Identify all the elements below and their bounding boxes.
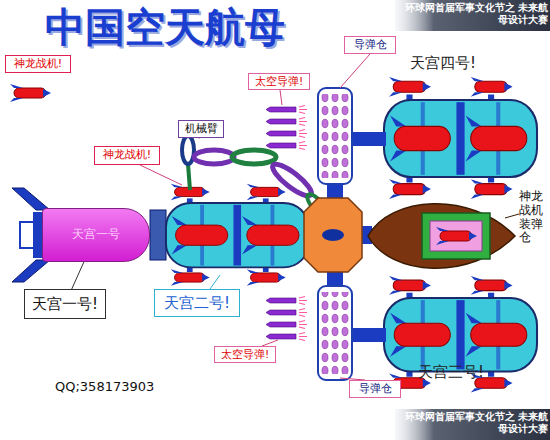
rocket-body: 天宫一号 bbox=[42, 208, 150, 262]
space-module bbox=[384, 276, 537, 393]
fighter-jet bbox=[10, 84, 51, 102]
robotic-arm bbox=[182, 136, 328, 216]
node-text: 导弹仓 bbox=[354, 39, 387, 51]
missile bbox=[266, 106, 307, 341]
hub-module bbox=[304, 198, 362, 272]
leader-line bbox=[505, 214, 519, 218]
missile bbox=[266, 333, 307, 341]
hub-module bbox=[322, 229, 344, 241]
watermark-panel bbox=[395, 0, 550, 31]
rocket-tail bbox=[12, 188, 166, 282]
module-label: 天宫四号! bbox=[410, 55, 510, 72]
callout-box: 导弹仓 bbox=[344, 36, 396, 54]
robotic-arm bbox=[232, 150, 276, 164]
node-text: 导弹仓 bbox=[359, 383, 392, 395]
missile bbox=[266, 118, 307, 126]
missile-bay bbox=[318, 286, 352, 380]
missile bbox=[266, 106, 307, 114]
space-module bbox=[384, 77, 537, 199]
ammo-pod bbox=[436, 227, 477, 245]
leader-line bbox=[210, 275, 220, 289]
rocket-tail bbox=[12, 260, 50, 282]
contact-note: QQ;358173903 bbox=[55, 380, 205, 395]
missile bbox=[266, 309, 307, 317]
node-text: 太空导弹! bbox=[221, 349, 269, 361]
watermark-panel bbox=[395, 409, 550, 440]
leader-connector bbox=[72, 262, 84, 289]
missile bbox=[266, 130, 307, 138]
callout-box: 天宫二号! bbox=[154, 289, 240, 317]
node-text: 太空导弹! bbox=[255, 76, 303, 88]
node-text: 天宫一号! bbox=[32, 296, 98, 313]
rocket-tail bbox=[12, 188, 50, 210]
space-module bbox=[166, 77, 537, 393]
missile bbox=[266, 297, 307, 305]
missile-bay bbox=[350, 328, 386, 342]
leader-line bbox=[280, 90, 282, 105]
watermark: 环球网首届军事文化节之 未来航母设计大赛 bbox=[398, 411, 548, 434]
ammo-pod bbox=[430, 221, 482, 251]
missile-bay bbox=[318, 88, 352, 184]
module-label: 天宫三号! bbox=[418, 364, 518, 381]
ammo-pod bbox=[368, 204, 515, 269]
node-text: 机械臂 bbox=[185, 123, 218, 135]
space-module bbox=[166, 184, 309, 286]
leader-line bbox=[340, 54, 370, 88]
pod-label: 神龙战机装弹仓 bbox=[519, 190, 546, 245]
callout-box: 机械臂 bbox=[178, 120, 224, 138]
hub-module bbox=[304, 198, 372, 272]
node-text: 神龙战机! bbox=[14, 58, 62, 70]
node-text: 天宫一号 bbox=[72, 228, 120, 241]
callout-box: 神龙战机! bbox=[94, 146, 160, 165]
callout-box: 导弹仓 bbox=[349, 380, 401, 398]
missile bbox=[266, 142, 307, 150]
fighter-jet bbox=[10, 84, 51, 102]
ammo-pod bbox=[368, 204, 515, 269]
missile-bay bbox=[321, 94, 350, 178]
missile-bay bbox=[321, 292, 350, 374]
callout-box: 太空导弹! bbox=[248, 73, 310, 90]
missile-bay bbox=[350, 132, 386, 146]
robotic-arm bbox=[188, 164, 190, 190]
node-text: 神龙战机! bbox=[103, 149, 151, 161]
missile bbox=[266, 321, 307, 329]
diagram-title: 中国空天航母 bbox=[45, 4, 325, 50]
robotic-arm bbox=[182, 136, 194, 164]
callout-box: 神龙战机! bbox=[5, 55, 71, 73]
rocket-tail bbox=[33, 212, 42, 258]
watermark: 环球网首届军事文化节之 未来航母设计大赛 bbox=[398, 2, 548, 25]
ammo-pod bbox=[422, 213, 490, 259]
rocket-tail bbox=[150, 210, 166, 260]
leader-line bbox=[140, 54, 519, 380]
callout-box: 天宫一号! bbox=[24, 289, 106, 319]
node-text: 天宫二号! bbox=[164, 295, 230, 312]
robotic-arm bbox=[194, 150, 234, 164]
leader-line bbox=[140, 165, 182, 185]
callout-box: 太空导弹! bbox=[214, 346, 276, 363]
